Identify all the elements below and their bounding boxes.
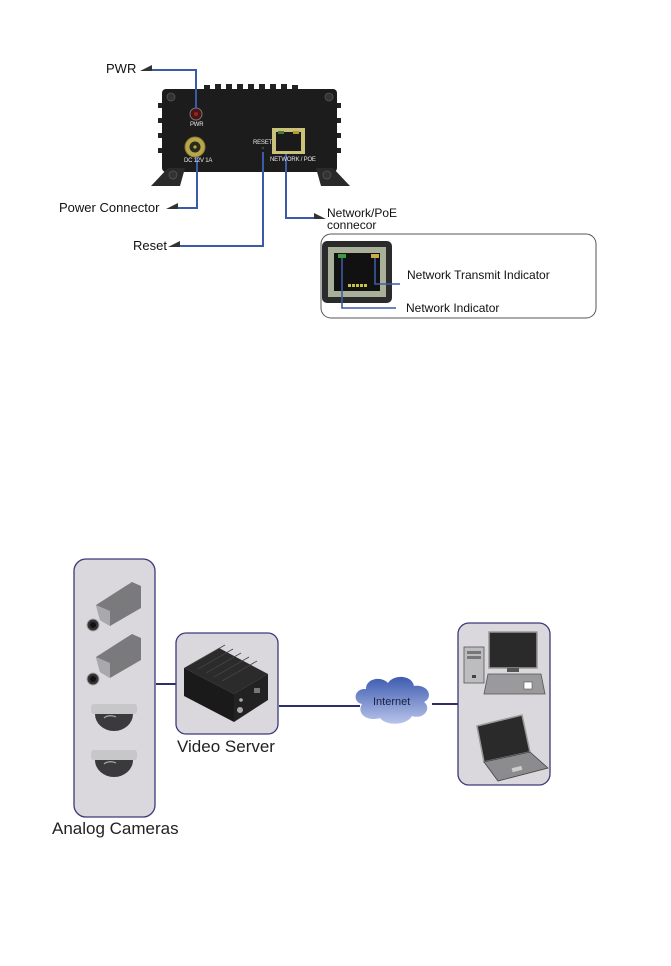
callout-network-poe-line2: connecor	[327, 218, 377, 232]
network-transmit-indicator-led	[371, 254, 379, 258]
internet-label: Internet	[373, 696, 411, 708]
screw	[324, 92, 334, 102]
video-server-icon	[184, 644, 268, 722]
callout-pwr: PWR	[106, 61, 137, 76]
heatsink-fins-side	[158, 103, 341, 153]
leader-lines	[146, 69, 316, 247]
network-indicator-led	[338, 254, 346, 258]
callout-network-poe-line1: Network/PoE	[327, 206, 398, 220]
callout-network-transmit-indicator: Network Transmit Indicator	[407, 268, 550, 282]
screw	[168, 170, 178, 180]
dome-camera-icon	[91, 704, 137, 731]
analog-cameras-label: Analog Cameras	[52, 819, 179, 838]
dome-camera-icon	[91, 750, 137, 777]
leader-power-connector	[176, 157, 198, 209]
device-label-network-poe: NETWORK / POE	[270, 157, 316, 163]
clients-panel	[457, 622, 551, 786]
device-label-reset: RESET	[253, 140, 273, 146]
box-camera-icon	[86, 634, 141, 686]
video-server-panel	[175, 632, 279, 735]
mounting-foot-left	[151, 168, 185, 186]
callout-reset: Reset	[133, 238, 167, 253]
leader-reset	[178, 152, 264, 247]
video-server-rear-panel	[151, 84, 350, 186]
heatsink-fins-top	[204, 84, 298, 89]
rj45-port	[272, 128, 305, 154]
mounting-foot-right	[316, 168, 350, 186]
box-camera-icon	[86, 582, 141, 632]
leader-network-poe	[285, 154, 316, 219]
leader-pwr	[146, 69, 197, 109]
device-label-pwr: PWR	[190, 122, 204, 128]
reset-pinhole	[261, 146, 265, 150]
topology-links	[156, 683, 458, 707]
analog-cameras-panel	[73, 558, 156, 818]
screw	[166, 92, 176, 102]
callout-power-connector: Power Connector	[59, 200, 160, 215]
video-server-label: Video Server	[177, 737, 275, 756]
rj45-detail-inset	[320, 233, 597, 319]
callout-network-indicator: Network Indicator	[406, 301, 500, 315]
desktop-computer-icon	[463, 631, 546, 695]
laptop-computer-icon	[476, 714, 549, 782]
internet-cloud-icon	[355, 676, 429, 724]
screw	[322, 170, 332, 180]
device-label-dc-input: DC 12V 1A	[184, 158, 213, 164]
callout-network-poe: Network/PoE connecor	[327, 207, 397, 231]
